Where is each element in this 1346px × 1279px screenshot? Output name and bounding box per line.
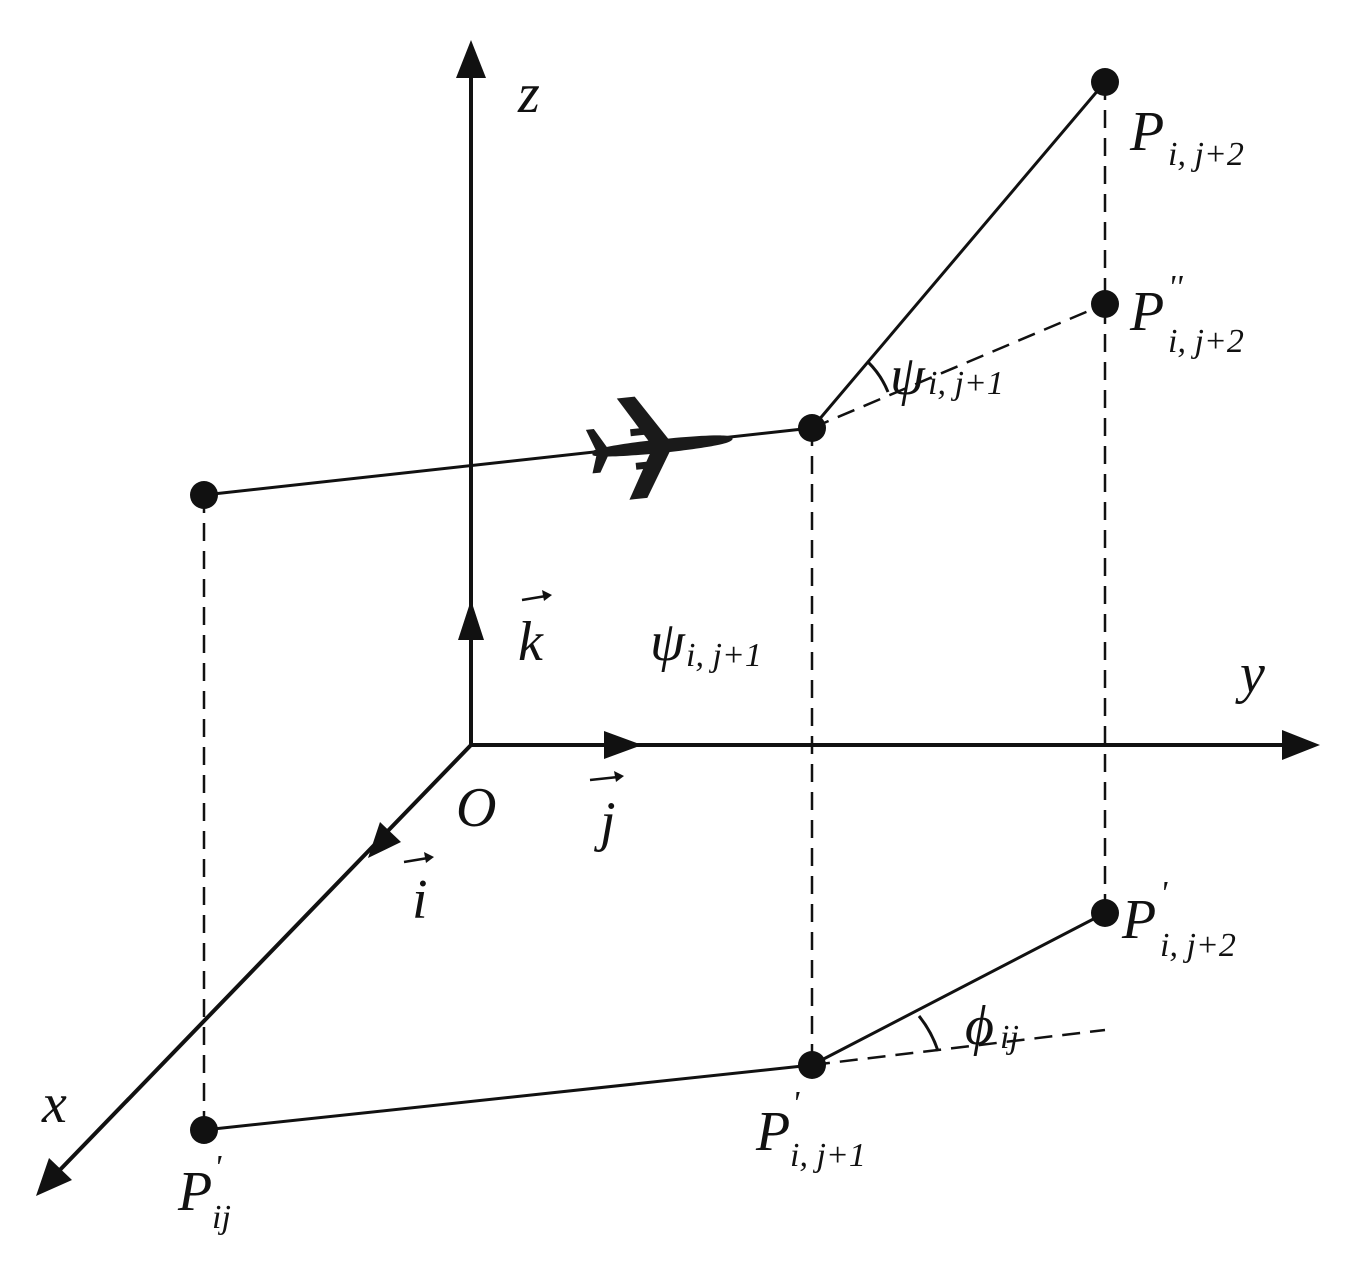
- label-phi-ij: ϕ ij: [965, 995, 1019, 1057]
- projected-point-ij: [190, 1116, 218, 1144]
- label-psi-middle: ψ i, j+1: [650, 611, 762, 674]
- svg-text:ϕ: ϕ: [965, 995, 994, 1057]
- svg-text:i, j+2: i, j+2: [1168, 323, 1244, 360]
- phi-angle-arc: [917, 1015, 940, 1052]
- x-axis-label: x: [41, 1073, 67, 1135]
- svg-text:P: P: [1129, 281, 1164, 343]
- airplane-icon: [585, 396, 733, 500]
- projected-segment-1: [203, 1063, 813, 1132]
- unit-vector-k-label: k: [518, 590, 552, 673]
- trajectory-segment-2: [810, 81, 1107, 429]
- horizontal-projection-line: [811, 302, 1106, 430]
- svg-text:i, j+1: i, j+1: [928, 365, 1004, 402]
- svg-text:i, j+2: i, j+2: [1168, 136, 1244, 173]
- label-P-prime-i-j1: P ' i, j+1: [755, 1085, 866, 1174]
- label-P-prime-ij: P ' ij: [177, 1149, 231, 1236]
- psi-angle-arc: [866, 360, 890, 393]
- svg-text:P: P: [1129, 101, 1164, 163]
- unit-vector-j-arrow: [604, 731, 642, 759]
- z-axis-arrowhead: [456, 40, 486, 78]
- label-psi-top: ψ i, j+1: [890, 345, 1004, 407]
- svg-text:P: P: [1121, 889, 1156, 951]
- trajectory-point-start: [190, 481, 218, 509]
- svg-text:i, j+2: i, j+2: [1160, 927, 1236, 964]
- svg-text:i, j+1: i, j+1: [686, 637, 762, 674]
- y-axis-arrowhead: [1282, 730, 1320, 760]
- svg-text:': ': [792, 1085, 800, 1122]
- svg-text:': ': [1160, 875, 1168, 912]
- unit-vector-i-label: i: [403, 852, 434, 931]
- svg-text:ij: ij: [212, 1199, 231, 1236]
- trajectory-point-j1: [798, 414, 826, 442]
- trajectory-point-j2: [1091, 68, 1119, 96]
- label-P-double-prime-i-j2: P '' i, j+2: [1129, 269, 1244, 360]
- projected-point-j1: [798, 1051, 826, 1079]
- origin-label: O: [456, 777, 496, 839]
- unit-vector-j-label: j: [589, 771, 624, 853]
- svg-text:k: k: [518, 611, 544, 673]
- svg-text:i, j+1: i, j+1: [790, 1137, 866, 1174]
- svg-text:'': '': [1168, 269, 1183, 306]
- x-axis: [53, 743, 473, 1177]
- svg-text:ij: ij: [1000, 1019, 1019, 1056]
- projected-segment-2: [811, 911, 1106, 1067]
- label-P-i-j2: P i, j+2: [1129, 101, 1244, 173]
- svg-text:i: i: [412, 869, 428, 931]
- z-axis-label: z: [517, 63, 540, 125]
- svg-text:j: j: [594, 791, 616, 853]
- trajectory-point-j2-double-prime: [1091, 290, 1119, 318]
- unit-vector-i-arrow: [368, 822, 401, 858]
- unit-vector-k-arrow: [458, 600, 484, 640]
- svg-text:P: P: [177, 1161, 212, 1223]
- phi-reference-line: [811, 1028, 1106, 1067]
- label-P-prime-i-j2: P ' i, j+2: [1121, 875, 1236, 964]
- y-axis-label: y: [1235, 643, 1265, 705]
- svg-text:': ': [214, 1149, 222, 1186]
- x-axis-arrowhead: [36, 1158, 72, 1196]
- projected-point-j2: [1091, 899, 1119, 927]
- svg-text:ψ: ψ: [890, 345, 926, 407]
- svg-text:P: P: [755, 1101, 790, 1163]
- svg-text:ψ: ψ: [650, 611, 686, 673]
